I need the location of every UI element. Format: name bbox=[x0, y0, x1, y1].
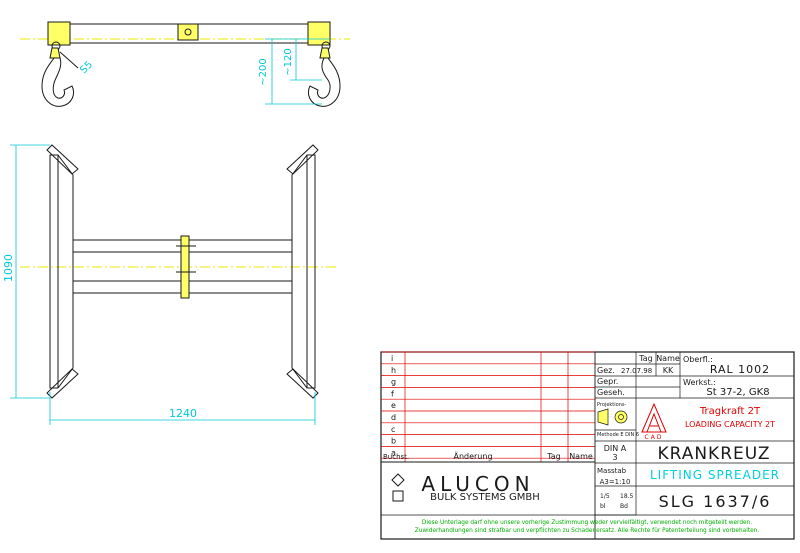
revision-letter: b bbox=[391, 437, 396, 446]
revision-letter: a bbox=[391, 448, 396, 457]
scale-value: A3=1:10 bbox=[600, 478, 631, 486]
left-end-plate bbox=[47, 21, 71, 46]
center-lug-hole bbox=[184, 28, 192, 36]
material-value: St 37-2, GK8 bbox=[706, 387, 769, 398]
drawn-date: 27.07.98 bbox=[621, 367, 652, 375]
surface-label: Oberfl.: bbox=[683, 355, 713, 364]
rev-header-name: Name bbox=[569, 452, 593, 461]
control-grid bbox=[381, 352, 794, 516]
material-label: Werkst.: bbox=[683, 378, 716, 387]
revision-letter: c bbox=[391, 425, 395, 434]
capacity-de: Tragkraft 2T bbox=[699, 406, 761, 417]
drawing-number: SLG 1637/6 bbox=[659, 492, 772, 511]
right-hook bbox=[307, 57, 341, 107]
company-subtitle: BULK SYSTEMS GMBH bbox=[430, 492, 540, 503]
surface-value: RAL 1002 bbox=[710, 363, 770, 376]
plan-center-lug bbox=[180, 235, 190, 299]
checked-label: Gepr. bbox=[597, 377, 618, 386]
projection-circle-icon bbox=[614, 410, 628, 424]
plan-view bbox=[20, 144, 338, 399]
side-dimensions bbox=[265, 38, 330, 105]
capacity-en: LOADING CAPACITY 2T bbox=[685, 420, 775, 429]
drawing-title-de: KRANKREUZ bbox=[657, 444, 770, 464]
revision-letter: i bbox=[391, 354, 393, 363]
tab-top-left bbox=[46, 144, 79, 175]
dim-1090-label: 1090 bbox=[2, 254, 15, 282]
control-name-label: Name bbox=[656, 354, 680, 363]
left-rail bbox=[49, 154, 74, 389]
drawn-label: Gez. bbox=[597, 366, 615, 375]
side-view bbox=[20, 21, 350, 107]
dim-120-label: ~120 bbox=[283, 48, 294, 75]
sheet-c: bl bbox=[600, 503, 606, 510]
sheet-a: 1/5 bbox=[600, 493, 610, 500]
drawing-title-en: LIFTING SPREADER bbox=[650, 468, 780, 482]
left-shackle bbox=[49, 47, 61, 59]
projection-label: Projektions- bbox=[597, 402, 626, 408]
hook-leader bbox=[59, 51, 79, 69]
revision-letter: e bbox=[391, 401, 396, 410]
tab-bottom-right bbox=[286, 368, 319, 399]
revision-letter: h bbox=[391, 366, 396, 375]
projection-method: Methode E DIN 6 bbox=[597, 432, 639, 438]
hook-size-label: S5 bbox=[78, 59, 95, 76]
revision-letter: f bbox=[391, 389, 394, 398]
dim-1240-label: 1240 bbox=[169, 407, 197, 420]
company-name: ALUCON bbox=[421, 472, 534, 496]
scale-label: Masstab bbox=[597, 467, 627, 475]
seen-label: Geseh. bbox=[597, 388, 625, 397]
copyright-line1: Diese Unterlage darf ohne unsere vorheri… bbox=[422, 520, 752, 526]
cad-logo bbox=[641, 402, 667, 433]
sheet-d: Bd bbox=[620, 503, 628, 510]
control-day-label: Tag bbox=[638, 354, 653, 363]
drawn-name: KK bbox=[663, 366, 674, 375]
right-rail bbox=[291, 154, 316, 389]
tab-top-right bbox=[286, 144, 319, 175]
sheet-b: 18.5 bbox=[620, 493, 634, 500]
revision-letter: g bbox=[391, 378, 396, 387]
company-logo-diamond bbox=[391, 473, 405, 487]
left-hook bbox=[41, 57, 75, 107]
right-shackle bbox=[319, 47, 331, 59]
format-line2: 3 bbox=[612, 453, 617, 462]
copyright-line2: Zuwiderhandlungen sind strafbar und verp… bbox=[415, 528, 760, 534]
right-end-plate bbox=[307, 21, 331, 46]
plan-dimensions bbox=[10, 144, 316, 425]
dim-200-label: ~200 bbox=[258, 58, 269, 85]
projection-cone-icon bbox=[597, 408, 609, 426]
tab-bottom-left bbox=[46, 368, 79, 399]
rev-header-day: Tag bbox=[546, 452, 561, 461]
format-line1: DIN A bbox=[604, 444, 627, 453]
cad-logo-text: CAD bbox=[645, 434, 664, 441]
rev-header-letter: Buchst. bbox=[383, 453, 409, 461]
company-logo-square bbox=[392, 490, 404, 502]
center-lug bbox=[177, 23, 199, 41]
rev-header-change: Änderung bbox=[453, 451, 492, 461]
revision-letter: d bbox=[391, 413, 396, 422]
